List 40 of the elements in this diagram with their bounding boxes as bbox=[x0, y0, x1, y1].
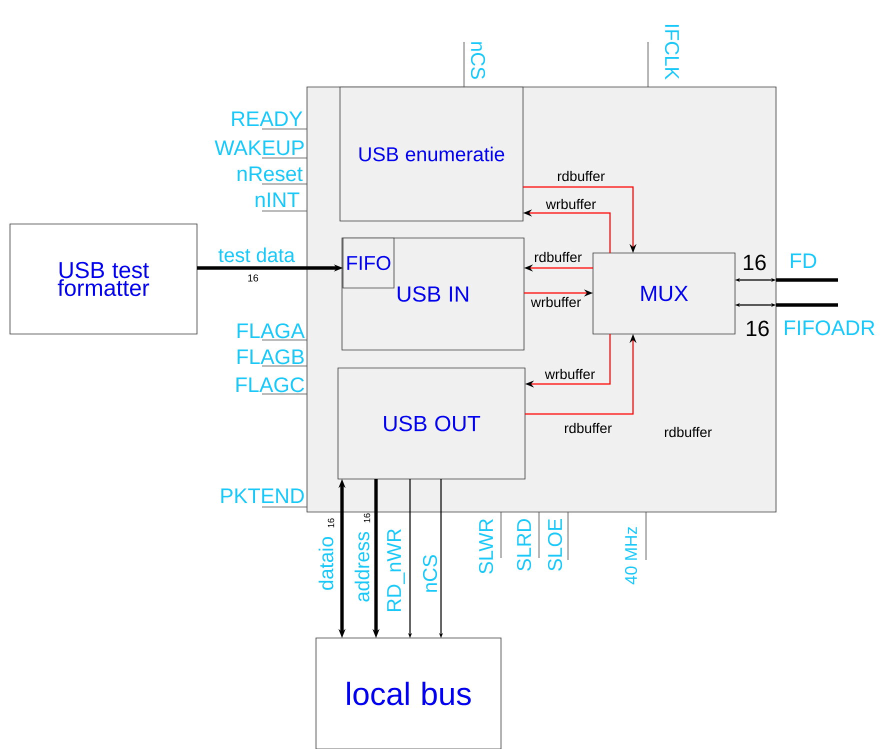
signal-label: SLOE bbox=[548, 519, 562, 571]
bus-line bbox=[776, 278, 838, 282]
signal-label: SLRD bbox=[516, 519, 532, 571]
block-box: USB test formatter bbox=[10, 224, 198, 334]
signal-label: FLAGB bbox=[238, 349, 304, 364]
edge-label: test data bbox=[218, 248, 295, 262]
edge-label: address bbox=[354, 532, 370, 602]
signal-label: READY bbox=[232, 112, 302, 126]
signal-label: 16 bbox=[746, 320, 769, 336]
signal-label: 40 MHz bbox=[625, 527, 638, 584]
signal-label: FLAGA bbox=[238, 323, 305, 338]
signal-label: nINT bbox=[256, 192, 300, 207]
block-box: FIFO bbox=[342, 238, 394, 288]
edge-label: wrbuffer bbox=[546, 198, 596, 210]
signal-label: 16 bbox=[364, 513, 370, 522]
block-box: MUX bbox=[592, 252, 736, 334]
block-box: USB OUT bbox=[338, 368, 526, 480]
signal-label: SLWR bbox=[478, 519, 494, 574]
signal-label: PKTEND bbox=[221, 488, 304, 503]
signal-label: FIFOADR bbox=[784, 320, 874, 336]
edge-label: wrbuffer bbox=[530, 296, 581, 308]
signal-label: nReset bbox=[238, 166, 303, 182]
edge-label: rdbuffer bbox=[534, 252, 582, 262]
signal-label: IFCLK bbox=[664, 24, 680, 80]
edge-label: rdbuffer bbox=[558, 170, 605, 182]
edge-label: rdbuffer bbox=[564, 422, 612, 434]
signal-label: WAKEUP bbox=[214, 140, 304, 156]
signal-label: rdbuffer bbox=[664, 426, 712, 438]
signal-label: 16 bbox=[248, 274, 258, 282]
block-box: USB enumeratie bbox=[340, 86, 524, 222]
block-box: local bus bbox=[316, 638, 502, 749]
edge-label: dataio bbox=[318, 537, 334, 590]
signal-label: 16 bbox=[744, 254, 766, 270]
signal-label: FLAGC bbox=[236, 377, 304, 392]
edge-label: nCS bbox=[422, 555, 438, 592]
edge-label: RD_nWR bbox=[387, 529, 405, 612]
bus-line bbox=[776, 303, 838, 307]
signal-label: 16 bbox=[328, 518, 334, 528]
edge-label: wrbuffer bbox=[544, 368, 595, 380]
signal-label: FD bbox=[790, 254, 816, 268]
